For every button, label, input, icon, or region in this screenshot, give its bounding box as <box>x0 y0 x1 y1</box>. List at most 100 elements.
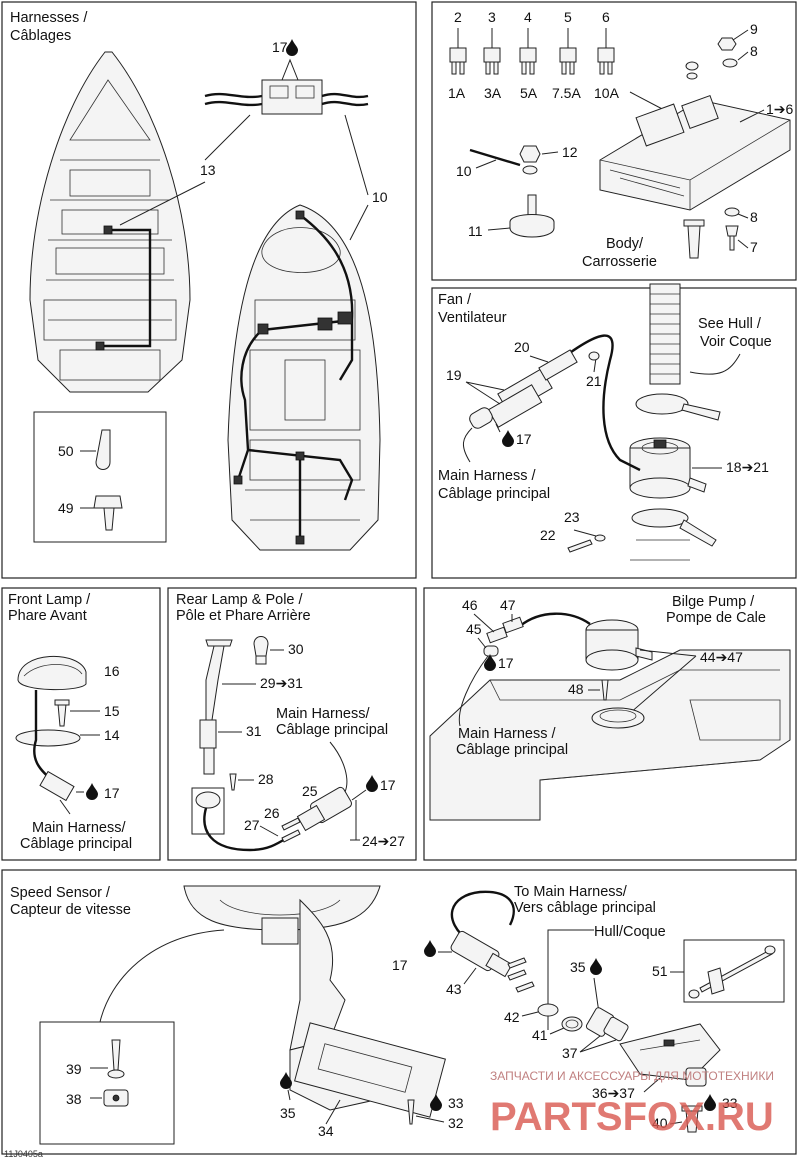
harness-connector-13 <box>204 79 369 115</box>
label-45: 45 <box>466 621 482 637</box>
label-46: 46 <box>462 597 478 613</box>
fan-title-fr: Ventilateur <box>438 310 507 326</box>
sealant-drop-icon <box>286 39 298 56</box>
rear-lamp-title-en: Rear Lamp & Pole / <box>176 592 304 608</box>
svg-text:6: 6 <box>602 9 610 25</box>
main-harness-front-fr: Câblage principal <box>20 836 132 852</box>
bilge-pump <box>585 619 653 671</box>
svg-text:2: 2 <box>454 9 462 25</box>
label-26: 26 <box>264 805 280 821</box>
label-31: 31 <box>246 723 262 739</box>
sealant-drop-icon <box>590 958 602 975</box>
screw-40 <box>681 1105 703 1133</box>
label-38: 38 <box>66 1091 82 1107</box>
rear-lamp-bracket <box>191 787 225 835</box>
screw-7 <box>725 225 739 251</box>
fuse-5A: 4 5A <box>519 9 538 101</box>
clamp-screw-box <box>33 411 167 543</box>
bilge-connector-47 <box>502 616 524 634</box>
svg-text:10A: 10A <box>594 85 620 101</box>
main-harness-rear-fr: Câblage principal <box>276 722 388 738</box>
harnesses-title-en: Harnesses / <box>10 10 88 26</box>
sealant-drop-icon <box>430 1094 442 1111</box>
rear-lamp-panel <box>167 587 417 861</box>
fuse-row: 2 1A 3 3A 4 5A 5 7.5A 6 <box>448 9 620 101</box>
label-17-rear: 17 <box>380 777 396 793</box>
label-10-fuse: 10 <box>456 163 472 179</box>
harnesses-title-fr: Câblages <box>10 28 71 44</box>
label-7: 7 <box>750 239 758 255</box>
pump-bracket <box>591 707 645 729</box>
svg-text:5A: 5A <box>520 85 538 101</box>
bilge-title-fr: Pompe de Cale <box>666 610 766 626</box>
main-harness-bilge-fr: Câblage principal <box>456 742 568 758</box>
screw-15 <box>54 699 70 727</box>
label-10-harness: 10 <box>372 189 388 205</box>
see-hull-fr: Voir Coque <box>700 334 772 350</box>
label-28: 28 <box>258 771 274 787</box>
label-22: 22 <box>540 527 556 543</box>
hull-section <box>183 885 446 1118</box>
bolt-51 <box>688 945 776 999</box>
label-35-left: 35 <box>280 1105 296 1121</box>
body-label-en: Body/ <box>606 236 644 252</box>
cable-tie-clamp <box>95 429 111 470</box>
label-35-right: 35 <box>570 959 586 975</box>
boat-top-view-right <box>227 204 381 551</box>
label-18to21: 18➔21 <box>726 459 769 475</box>
front-lamp-16 <box>17 655 87 691</box>
label-33-right: 33 <box>722 1095 738 1111</box>
fan-motor <box>629 437 707 499</box>
washer-8-bottom <box>724 207 740 217</box>
bilge-wire <box>519 612 591 627</box>
screw-48 <box>601 679 609 701</box>
label-41: 41 <box>532 1027 548 1043</box>
speed-title-en: Speed Sensor / <box>10 885 111 901</box>
speed-sensor-panel <box>1 869 797 1155</box>
bilge-pump-panel <box>423 587 797 861</box>
lamp-base-14 <box>15 729 81 747</box>
sealant-drop-icon <box>704 1094 716 1111</box>
front-lamp-title-fr: Phare Avant <box>8 608 87 624</box>
label-16: 16 <box>104 663 120 679</box>
hose-clamp-top <box>635 393 721 421</box>
speed-sensor-36 <box>619 1023 721 1087</box>
fuse-10A: 6 10A <box>594 9 620 101</box>
label-47: 47 <box>500 597 516 613</box>
clip-38 <box>103 1089 129 1107</box>
label-11: 11 <box>468 223 483 239</box>
body-label-fr: Carrosserie <box>582 254 657 270</box>
rear-pole-31 <box>199 639 233 775</box>
label-51: 51 <box>652 963 668 979</box>
label-17-fan: 17 <box>516 431 532 447</box>
to-main-harness-fr: Vers câblage principal <box>514 900 656 916</box>
screw-49 <box>93 495 123 531</box>
label-33-left: 33 <box>448 1095 464 1111</box>
hull-floor <box>429 649 791 821</box>
sealant-drop-icon <box>86 783 98 800</box>
ground-stud-11 <box>509 194 555 238</box>
label-14: 14 <box>104 727 120 743</box>
main-harness-fan-fr: Câblage principal <box>438 486 550 502</box>
screw-22 <box>567 539 593 553</box>
watermark-cyrillic: ЗАПЧАСТИ И АКСЕССУАРЫ ДЛЯ МОТОТЕХНИКИ <box>490 1069 774 1083</box>
washer-23 <box>594 534 606 542</box>
label-17-front: 17 <box>104 785 120 801</box>
hardware-box-51 <box>683 939 785 1003</box>
screw-body <box>683 219 705 259</box>
label-48: 48 <box>568 681 584 697</box>
fuse-7-5A: 5 7.5A <box>552 9 581 101</box>
label-12: 12 <box>562 144 578 160</box>
front-lamp-connector <box>39 770 75 802</box>
nut-12 <box>519 145 541 175</box>
sealant-drop-icon <box>366 775 378 792</box>
cap-45 <box>483 645 499 657</box>
fuse-box <box>599 94 791 211</box>
label-13: 13 <box>200 162 216 178</box>
svg-text:5: 5 <box>564 9 572 25</box>
svg-text:7.5A: 7.5A <box>552 85 581 101</box>
sealant-drop-icon <box>484 654 496 671</box>
front-lamp-title-en: Front Lamp / <box>8 592 91 608</box>
svg-text:3: 3 <box>488 9 496 25</box>
fuse-3A: 3 3A <box>483 9 502 101</box>
